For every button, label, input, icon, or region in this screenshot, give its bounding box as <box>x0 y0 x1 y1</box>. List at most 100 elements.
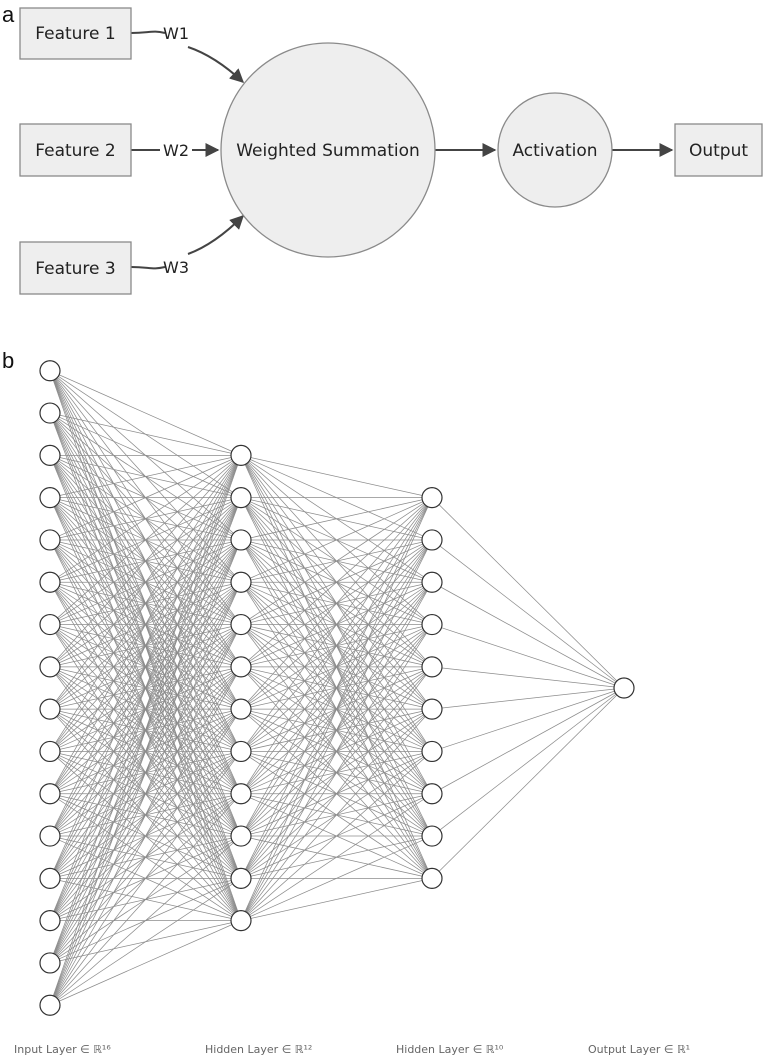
neuron-layer0-11 <box>39 825 61 847</box>
connection-l1-11-9 <box>240 877 433 922</box>
neuron-layer1-1 <box>230 487 252 509</box>
weighted-summation-label: Weighted Summation <box>236 141 420 161</box>
panel-b-letter: b <box>2 348 14 373</box>
connection-l2-5-0 <box>431 687 625 710</box>
neuron-layer0-14 <box>39 952 61 974</box>
neuron-layer3-0 <box>613 677 635 699</box>
output-layer-label: Output Layer ∈ ℝ¹ <box>588 1043 690 1056</box>
neuron-layer0-9 <box>39 740 61 763</box>
panel-b: b Input Layer ∈ ℝ¹⁶ Hidden Layer ∈ ℝ¹² H… <box>2 348 690 1056</box>
connection-l0-7-0 <box>49 455 242 668</box>
connection-l0-15-9 <box>49 835 242 1006</box>
connection-l2-9-0 <box>431 687 625 879</box>
neuron-layer1-11 <box>230 910 252 932</box>
neuron-layer0-15 <box>39 994 61 1016</box>
connection-l0-11-0 <box>49 455 242 837</box>
neuron-layer2-3 <box>421 613 443 636</box>
neuron-layer0-2 <box>39 444 61 466</box>
neuron-layer1-5 <box>230 656 252 678</box>
connection-l1-0-0 <box>240 454 433 499</box>
connection-l0-4-0 <box>49 455 242 541</box>
neuron-layer1-7 <box>230 740 252 763</box>
neuron-layer1-8 <box>230 783 252 805</box>
feature-3-label: Feature 3 <box>35 259 115 279</box>
neuron-layer1-6 <box>230 698 252 720</box>
connection-l2-2-0 <box>431 581 625 689</box>
connection-l1-11-4 <box>240 666 433 921</box>
connection-l0-15-6 <box>49 708 242 1006</box>
connection-l1-11-5 <box>240 708 433 921</box>
network-neurons <box>39 360 635 1016</box>
w3-arrow <box>187 215 244 255</box>
connection-l1-11-7 <box>240 793 433 921</box>
neuron-layer0-4 <box>39 529 61 551</box>
neuron-layer0-3 <box>39 487 61 509</box>
neuron-layer0-6 <box>39 613 61 636</box>
connection-l0-10-0 <box>49 455 242 794</box>
panel-a-letter: a <box>2 2 15 27</box>
connection-l0-8-0 <box>49 455 242 710</box>
connection-l1-4-0 <box>240 497 433 625</box>
neuron-layer0-8 <box>39 698 61 720</box>
connection-l2-4-0 <box>431 666 625 689</box>
connection-l1-11-0 <box>240 497 433 921</box>
feature-3-box <box>19 241 132 295</box>
neuron-layer0-1 <box>39 402 61 424</box>
feature-2-label: Feature 2 <box>35 141 115 161</box>
neuron-layer2-6 <box>421 740 443 763</box>
output-label: Output <box>689 141 748 161</box>
connection-l1-3-0 <box>240 497 433 583</box>
weight-2-label: W2 <box>163 141 189 160</box>
connection-l2-0-0 <box>431 497 625 689</box>
connection-l2-6-0 <box>431 687 625 752</box>
weight-1-label: W1 <box>163 24 189 43</box>
connection-l0-6-0 <box>49 455 242 625</box>
weighted-summation-node <box>220 42 436 258</box>
neuron-layer2-8 <box>421 825 443 847</box>
activation-node <box>497 92 613 208</box>
neuron-layer2-2 <box>421 571 443 593</box>
connection-l0-15-11 <box>49 920 242 1006</box>
feature-1-label: Feature 1 <box>35 24 115 44</box>
neuron-layer2-5 <box>421 698 443 720</box>
neuron-layer1-3 <box>230 571 252 593</box>
connection-l1-7-0 <box>240 497 433 752</box>
connection-l0-15-3 <box>49 582 242 1006</box>
connection-l0-14-0 <box>49 455 242 964</box>
connection-l0-15-5 <box>49 666 242 1006</box>
neuron-layer0-12 <box>39 867 61 889</box>
connection-l0-3-0 <box>49 454 242 499</box>
connection-l1-9-0 <box>240 497 433 837</box>
activation-label: Activation <box>512 141 597 161</box>
weight-3-label: W3 <box>163 258 189 277</box>
connection-l1-8-0 <box>240 497 433 794</box>
neuron-layer2-4 <box>421 656 443 678</box>
connection-l0-15-10 <box>49 878 242 1006</box>
output-box <box>674 123 763 177</box>
connection-l2-1-0 <box>431 539 625 689</box>
connection-l0-13-0 <box>49 455 242 921</box>
neuron-layer0-0 <box>39 360 61 382</box>
neuron-layer1-2 <box>230 529 252 551</box>
connection-l2-3-0 <box>431 624 625 689</box>
connection-l0-12-0 <box>49 455 242 879</box>
neuron-layer0-10 <box>39 783 61 805</box>
input-layer-label: Input Layer ∈ ℝ¹⁶ <box>14 1043 111 1056</box>
neuron-layer0-13 <box>39 910 61 932</box>
connection-l0-1-0 <box>49 412 242 456</box>
connection-l0-15-7 <box>49 751 242 1006</box>
connection-l0-5-0 <box>49 455 242 583</box>
feature-3-connector <box>130 266 166 270</box>
neuron-layer2-9 <box>421 867 443 889</box>
connection-l1-11-3 <box>240 624 433 921</box>
neuron-layer1-9 <box>230 825 252 847</box>
neuron-layer1-10 <box>230 867 252 889</box>
neuron-layer1-0 <box>230 444 252 466</box>
neuron-layer0-7 <box>39 656 61 678</box>
w1-arrow <box>187 46 245 83</box>
neuron-layer1-4 <box>230 613 252 636</box>
feature-1-box <box>19 7 132 60</box>
network-connections <box>49 370 625 1006</box>
connection-l0-15-2 <box>49 539 242 1006</box>
hidden-layer-2-label: Hidden Layer ∈ ℝ¹⁰ <box>396 1043 504 1056</box>
